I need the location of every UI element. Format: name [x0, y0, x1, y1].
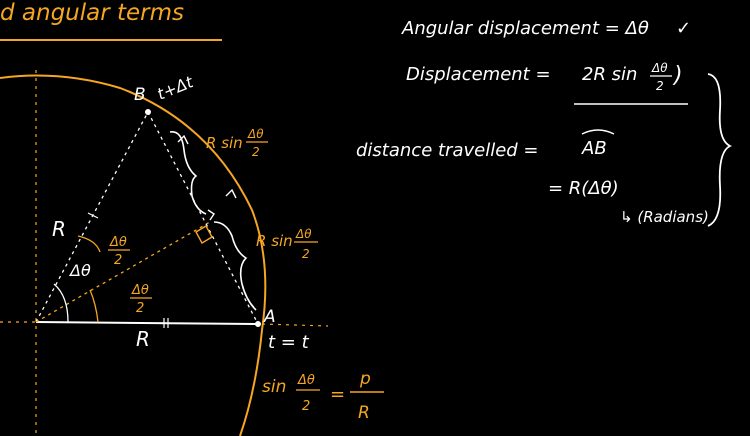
angle-bisector	[35, 221, 211, 323]
angle-arc-half-2	[77, 235, 101, 253]
note-r-delta-theta: = R(Δθ)	[548, 178, 619, 199]
eq-sin: sin	[262, 377, 286, 397]
tick-ob	[87, 212, 99, 219]
label-rsin-mid-num: Δθ	[295, 227, 312, 241]
note-distance-lhs: distance travelled =	[356, 140, 539, 161]
title: d angular terms	[0, 0, 184, 26]
label-rsin-top-den: 2	[252, 145, 260, 159]
label-angle-half2-den: 2	[136, 301, 144, 316]
brace-lower	[213, 221, 257, 311]
label-a: A	[263, 307, 276, 327]
right-brace	[707, 73, 733, 227]
eq-lhs-num: Δθ	[297, 373, 315, 388]
radius-oa	[35, 321, 259, 325]
label-time-b: t+Δt	[154, 72, 196, 104]
arc-arrow-top	[177, 134, 189, 145]
note-displacement-rhs: 2R sin	[582, 64, 637, 85]
radius-ob	[35, 111, 149, 323]
label-angle-half-den: 2	[114, 253, 122, 268]
label-r-slant: R	[52, 217, 66, 241]
point-a	[255, 321, 261, 327]
eq-lhs-den: 2	[302, 399, 310, 414]
brace-upper	[169, 131, 207, 215]
label-angle-half2-num: Δθ	[131, 283, 149, 298]
note-distance-rhs: AB	[581, 138, 607, 159]
note-radians: ↳ (Radians)	[620, 208, 709, 226]
note-displacement-num: Δθ	[651, 61, 668, 75]
label-angle-full: Δθ	[68, 261, 91, 280]
eq-rhs-den: R	[358, 403, 370, 423]
chord-ab	[147, 111, 259, 325]
angle-arc-half	[89, 289, 99, 323]
label-r-base: R	[136, 327, 150, 351]
eq-rhs-num: p	[359, 369, 371, 389]
label-b: B	[134, 85, 146, 105]
point-b	[145, 109, 151, 115]
note-displacement-lhs: Displacement =	[406, 64, 551, 85]
label-rsin-mid-den: 2	[302, 247, 310, 261]
eq-equals: =	[330, 384, 345, 405]
label-rsin-top: R sin	[206, 134, 243, 152]
arc-arrow-low	[207, 209, 215, 221]
note-arc-over-ab	[581, 129, 615, 135]
note-angular-displacement: Angular displacement = Δθ	[401, 18, 649, 39]
note-paren: )	[672, 63, 683, 88]
label-time-a: t = t	[268, 332, 310, 353]
right-angle-marker	[195, 225, 213, 244]
angle-arc-full	[53, 283, 69, 323]
horizontal-axis-right	[261, 323, 329, 327]
note-tick: ✓	[676, 18, 691, 39]
note-displacement-den: 2	[656, 79, 664, 93]
label-rsin-top-num: Δθ	[247, 127, 264, 141]
label-angle-half-num: Δθ	[109, 235, 127, 250]
arc-arrow-mid	[225, 188, 237, 199]
circle-arc	[0, 74, 267, 436]
label-rsin-mid: R sin	[256, 232, 293, 250]
